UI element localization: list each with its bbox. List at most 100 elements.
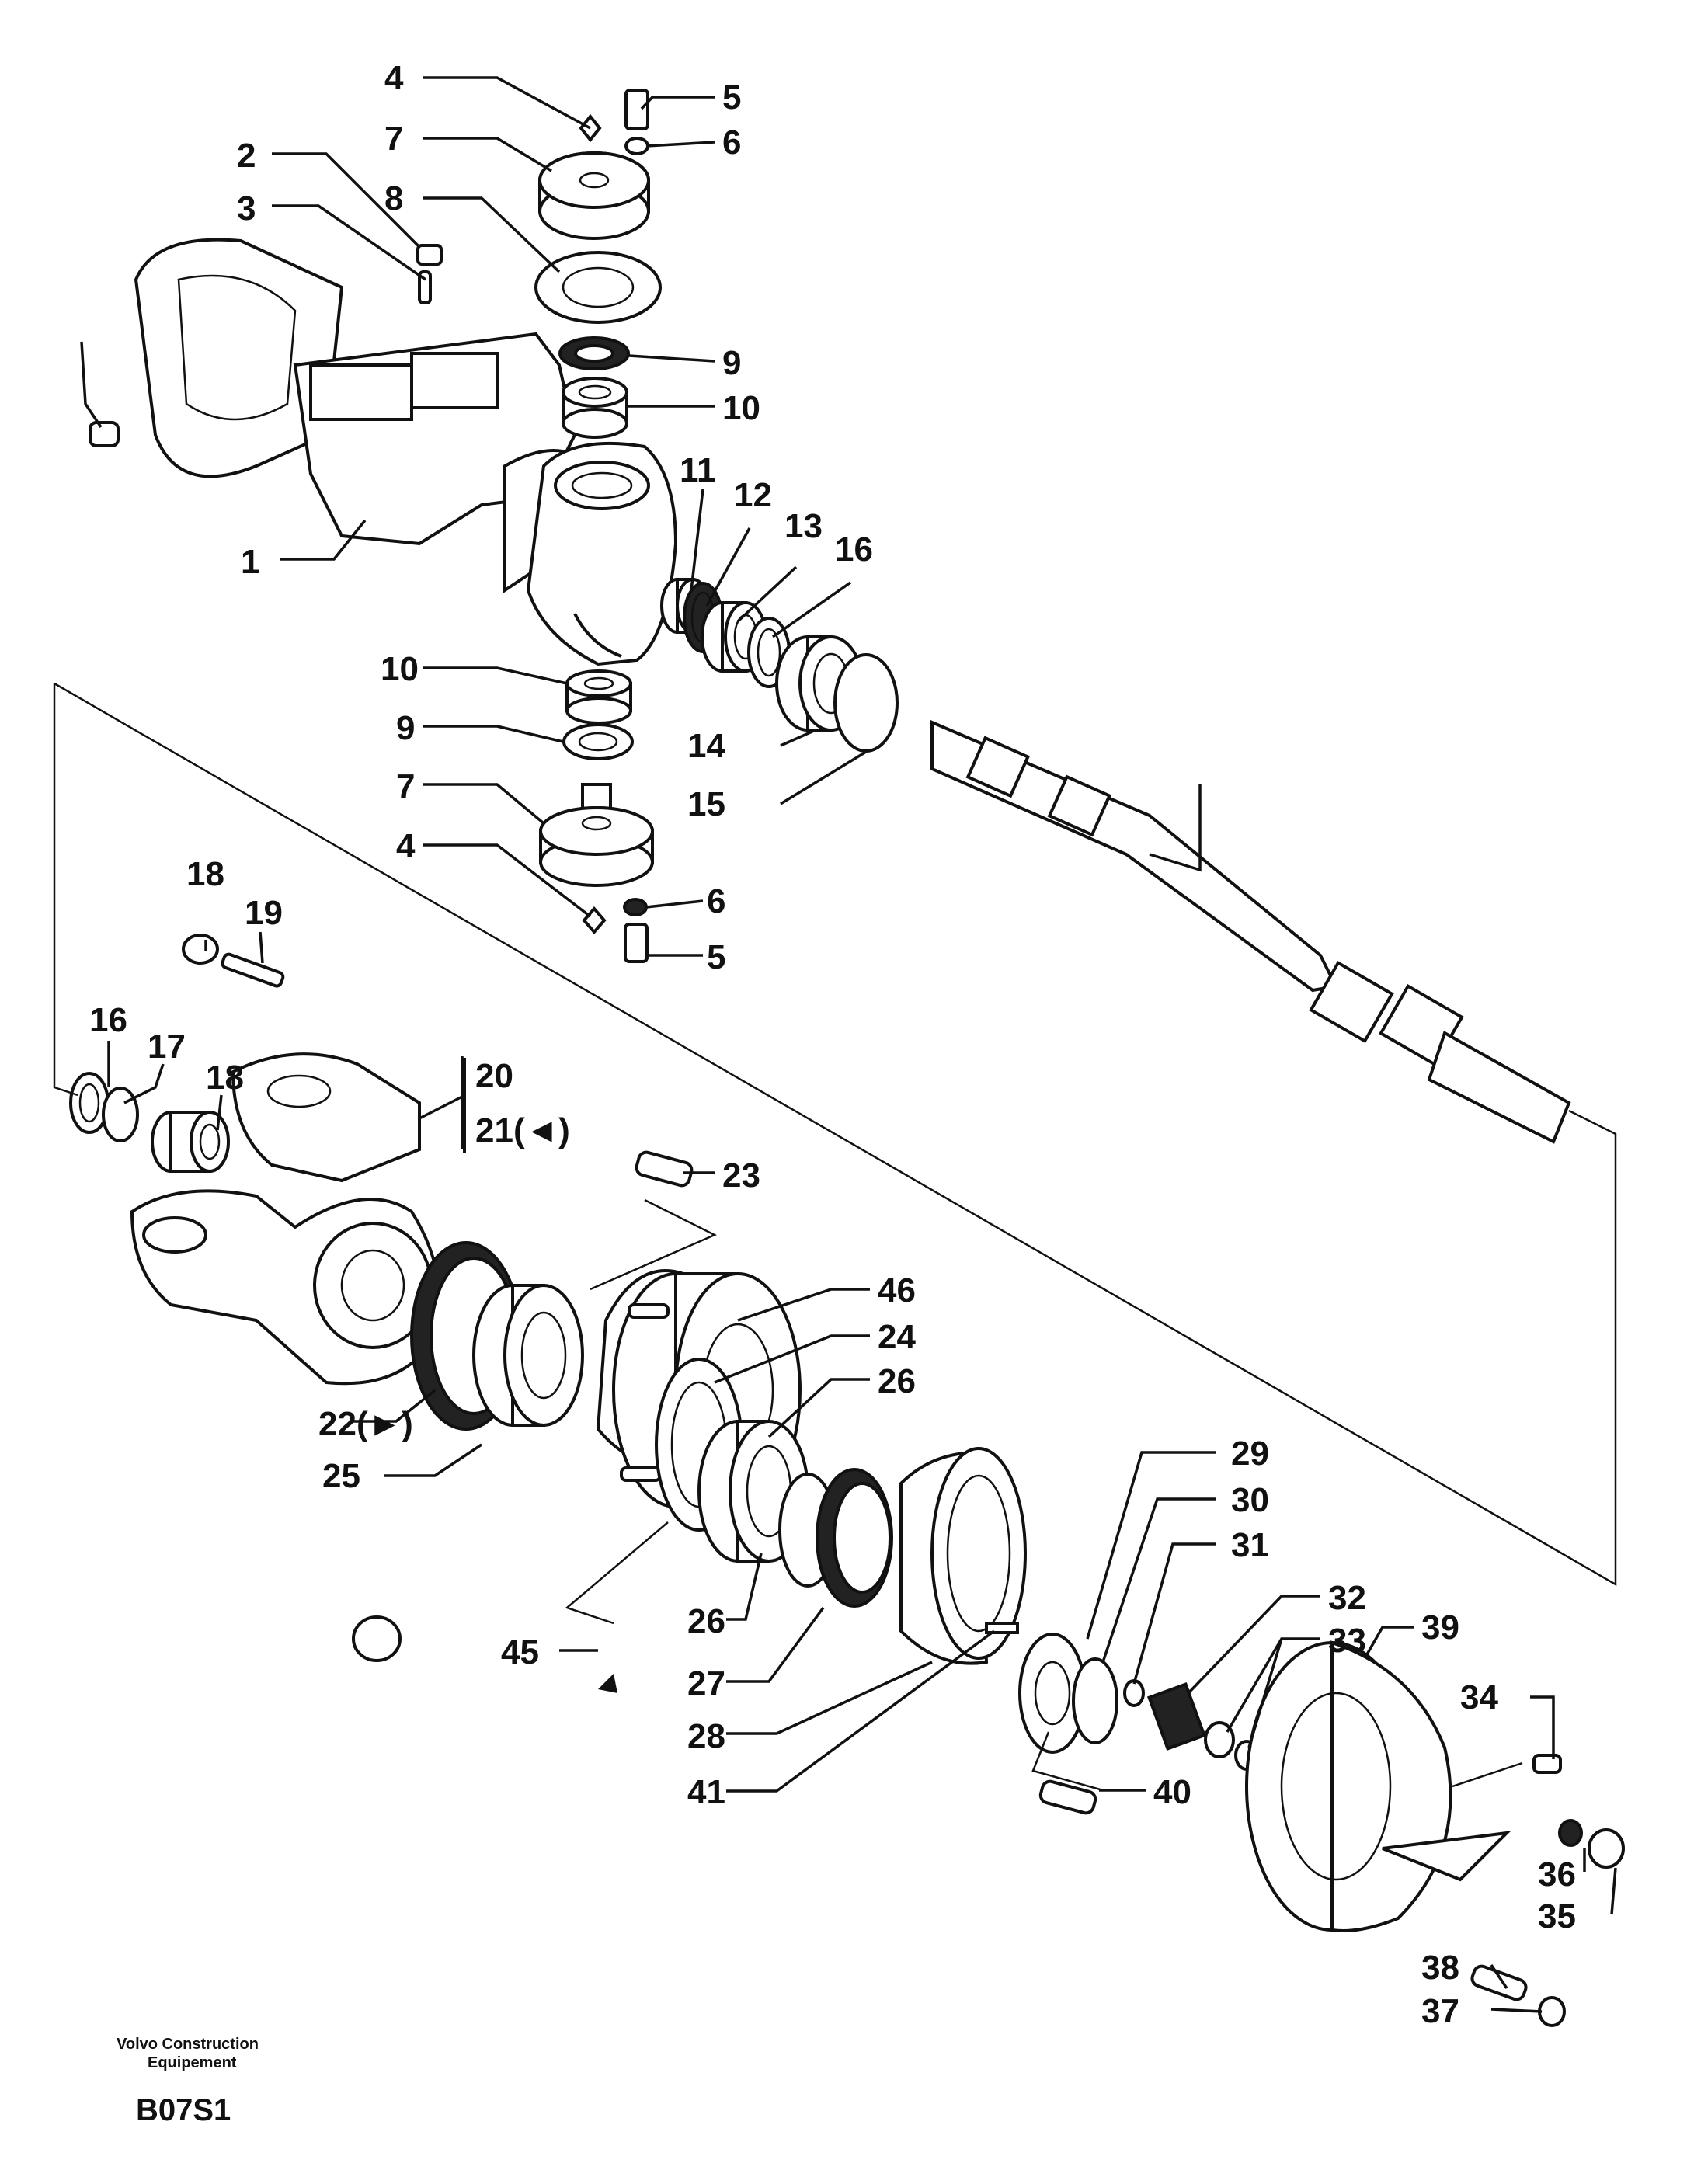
- note-arrow-icon: [598, 1674, 617, 1693]
- callout-1: 1: [241, 543, 259, 581]
- grease-nipple-4-bottom: [582, 906, 607, 935]
- callout-10-bottom: 10: [381, 650, 419, 688]
- brand-line-1: Volvo Construction: [117, 2036, 259, 2053]
- callout-12: 12: [734, 476, 772, 514]
- callout-26-left: 25: [322, 1457, 360, 1495]
- nut-19: [182, 934, 219, 965]
- callout-42: 41: [687, 1773, 725, 1811]
- callout-28: 27: [687, 1664, 725, 1702]
- washer-32: [1123, 1679, 1145, 1707]
- callout-37: 36: [1538, 1855, 1576, 1894]
- o-ring-15: [833, 653, 899, 753]
- callout-7-bottom: 7: [396, 767, 415, 805]
- callout-38: 37: [1421, 1992, 1459, 2030]
- seal-9-bottom: [562, 723, 634, 760]
- callout-18: 18: [206, 1059, 244, 1097]
- planet-carrier-40: [1245, 1640, 1511, 1932]
- footer: Volvo Construction Equipement B07S1: [117, 2036, 259, 2127]
- callout-20: 19: [245, 894, 283, 932]
- callout-32: 31: [1231, 1526, 1269, 1564]
- callout-16-bottom: 16: [89, 1001, 127, 1039]
- callout-43: 45: [501, 1633, 539, 1671]
- screw-35: [1532, 1754, 1562, 1774]
- washer-6-bottom: [623, 898, 648, 916]
- washer-6-top: [624, 137, 649, 155]
- callout-41: 40: [1153, 1773, 1191, 1811]
- callout-5-top: 5: [722, 78, 741, 117]
- callout-31: 30: [1231, 1481, 1269, 1519]
- cap-7-top: [538, 151, 650, 240]
- callout-10-top: 10: [722, 389, 760, 427]
- callout-29: 28: [687, 1717, 725, 1755]
- planet-gear-33: [1146, 1681, 1207, 1751]
- callout-9-top: 9: [722, 344, 741, 382]
- bolt-39: [1470, 1964, 1528, 2001]
- callout-40: 39: [1421, 1608, 1459, 1647]
- assembly-guide-lines: [53, 682, 1617, 1792]
- bearing-10-top: [562, 377, 628, 439]
- callout-30: 29: [1231, 1435, 1269, 1473]
- callout-19: 18: [186, 855, 224, 893]
- callout-6-bottom: 6: [707, 882, 725, 920]
- axle-housing: [134, 238, 678, 666]
- drawing-code: B07S1: [136, 2093, 231, 2127]
- seal-9-top: [558, 336, 630, 370]
- callout-5-bottom: 5: [707, 938, 725, 976]
- drive-shaft-45: [930, 719, 1571, 1144]
- callout-6-top: 6: [722, 123, 741, 162]
- callout-44: 46: [878, 1271, 916, 1309]
- plug-46: [89, 421, 120, 447]
- callout-34: 33: [1328, 1622, 1366, 1660]
- callout-27: 26: [687, 1602, 725, 1640]
- gear-28: [816, 1468, 893, 1608]
- stud-20: [221, 952, 285, 988]
- snap-ring-17: [102, 1087, 139, 1142]
- callout-4-top: 4: [384, 59, 404, 97]
- steering-knuckle-21-22: [130, 1052, 441, 1386]
- callout-14: 14: [687, 727, 725, 765]
- bearing-10-bottom: [565, 669, 632, 725]
- callout-39: 38: [1421, 1949, 1459, 1987]
- bearing-18: [151, 1111, 230, 1173]
- shim-8: [534, 251, 662, 324]
- callout-36: 35: [1538, 1897, 1576, 1935]
- callout-8: 8: [384, 179, 403, 217]
- leader-lines: [80, 76, 1617, 2013]
- bearing-13: [701, 601, 767, 673]
- bolt-24: [635, 1150, 694, 1188]
- callout-11: 11: [680, 451, 716, 489]
- bearing-26-left: [472, 1284, 584, 1427]
- plug-43: [352, 1615, 402, 1662]
- seal-14: [775, 635, 864, 732]
- callout-7-top: 7: [384, 120, 403, 158]
- bolt-5-top: [624, 89, 649, 130]
- callout-23: 22(►): [318, 1405, 413, 1443]
- parts-drawing: [69, 89, 1625, 2027]
- bolt-41: [1038, 1779, 1097, 1815]
- callout-21: 20: [475, 1057, 513, 1095]
- stud-3: [418, 270, 432, 304]
- callout-35: 34: [1460, 1678, 1498, 1716]
- callout-9-bottom: 9: [396, 709, 415, 747]
- callout-33: 32: [1328, 1579, 1366, 1617]
- ring-31: [1072, 1657, 1118, 1744]
- callout-3: 3: [237, 190, 256, 228]
- nut-2: [416, 244, 443, 266]
- ring-16-bottom: [69, 1072, 110, 1134]
- callout-25: 24: [878, 1318, 916, 1356]
- callout-24: 23: [722, 1156, 760, 1195]
- callout-16-top: 16: [835, 530, 873, 569]
- callout-4-bottom: 4: [396, 827, 416, 865]
- callout-15: 15: [687, 785, 725, 823]
- callout-26-right: 26: [878, 1362, 916, 1400]
- bolt-5-bottom: [624, 923, 649, 963]
- washer-38: [1538, 1996, 1566, 2027]
- cap-7-bottom: [539, 783, 654, 887]
- callout-numbers: 4 5 6 7 2 3 8 9 10 1 11 12 13 16 14 15 1…: [89, 59, 1576, 2030]
- callout-13: 13: [784, 507, 823, 545]
- callout-17: 17: [148, 1028, 186, 1066]
- ring-gear-29: [899, 1447, 1027, 1665]
- brand-line-2: Equipement: [148, 2054, 237, 2071]
- callout-2: 2: [237, 137, 256, 175]
